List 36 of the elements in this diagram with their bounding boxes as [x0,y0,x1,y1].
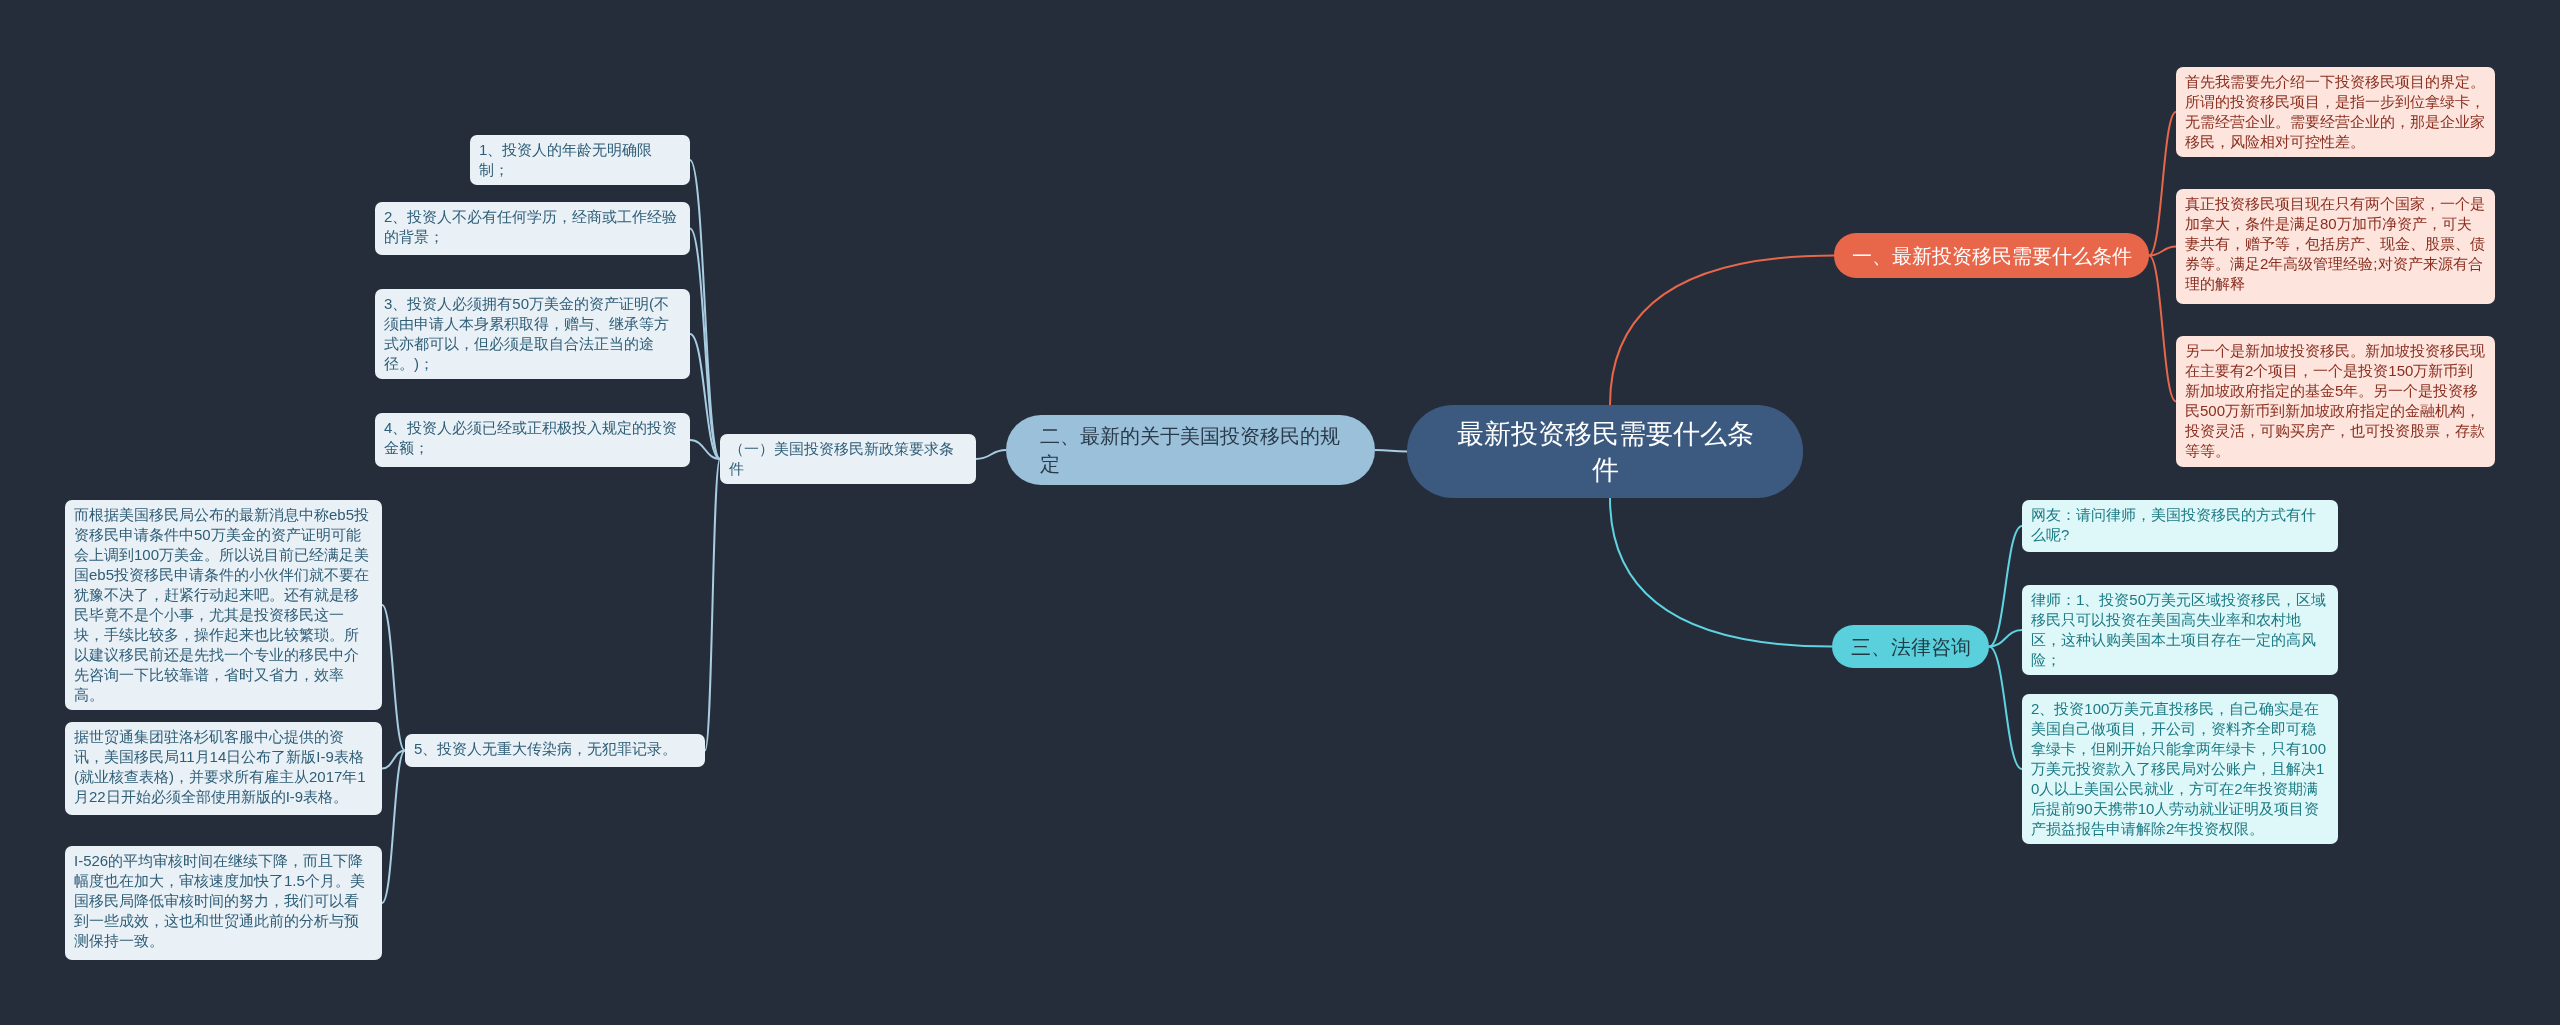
note-box: 真正投资移民项目现在只有两个国家，一个是加拿大，条件是满足80万加币净资产，可夫妻共有，赠予等，包括房产、现金、股票、债券等。满足2年高级管理经验;对资产来源有合理的解释 [2176,189,2495,304]
note-box: 4、投资人必须已经或正积极投入规定的投资金额； [375,413,690,467]
connector-line [1609,497,1833,648]
connector-line [381,749,406,770]
connector-line [1988,525,2023,648]
central-topic: 最新投资移民需要什么条件 [1407,405,1803,498]
note-box: 据世贸通集团驻洛杉矶客服中心提供的资讯，美国移民局11月14日公布了新版I-9表格(就业核查表格)，并要求所有雇主从2017年1月22日开始必须全部使用新版的I-9表格。 [65,722,382,815]
connector-line [1609,254,1835,406]
note-box: 2、投资100万美元直投移民，自己确实是在美国自己做项目，开公司，资料齐全即可稳拿绿卡，但刚开始只能拿两年绿卡，只有100万美元投资款入了移民局对公账户，且解决10人以上美国公民就业，方可在2年投资期满后提前90天携带10人劳动就业证明及项目资产损益报告申请解除2年投资权限。 [2022,694,2338,844]
connector-line [975,449,1007,460]
connector-line [2148,111,2177,257]
topic-box: 一、最新投资移民需要什么条件 [1834,233,2149,278]
subtopic-box: （一）美国投资移民新政策要求条件 [720,434,976,484]
note-box: 1、投资人的年龄无明确限制； [470,135,690,185]
note-box: 律师：1、投资50万美元区域投资移民，区域移民只可以投资在美国高失业率和农村地区，这种认购美国本土项目存在一定的高风险； [2022,585,2338,675]
connector-line [381,749,406,904]
note-box: 首先我需要先介绍一下投资移民项目的界定。所谓的投资移民项目，是指一步到位拿绿卡，无需经营企业。需要经营企业的，那是企业家移民，风险相对可控性差。 [2176,67,2495,157]
connector-line [689,333,721,460]
connector-line [1988,629,2023,648]
note-box: 5、投资人无重大传染病，无犯罪记录。 [405,734,705,767]
topic-box: 二、最新的关于美国投资移民的规定 [1006,415,1375,485]
connector-line [689,159,721,460]
note-box: 网友：请问律师，美国投资移民的方式有什么呢? [2022,500,2338,552]
connector-line [1374,449,1408,453]
connector-line [381,604,406,752]
connector-line [704,458,721,752]
note-box: 2、投资人不必有任何学历，经商或工作经验的背景； [375,202,690,255]
connector-line [1988,645,2023,770]
connector-line [689,439,721,460]
note-box: 另一个是新加坡投资移民。新加坡投资移民现在主要有2个项目，一个是投资150万新币到新加坡政府指定的基金5年。另一个是投资移民500万新币到新加坡政府指定的金融机构，投资灵活，可购买房产，也可投资股票，存款等等。 [2176,336,2495,467]
connector-line [2148,245,2177,257]
topic-box: 三、法律咨询 [1832,625,1989,668]
note-box: 3、投资人必须拥有50万美金的资产证明(不须由申请人本身累积取得，赠与、继承等方式亦都可以，但必须是取自合法正当的途径。)； [375,289,690,379]
note-box: I-526的平均审核时间在继续下降，而且下降幅度也在加大，审核速度加快了1.5个月。美国移民局降低审核时间的努力，我们可以看到一些成效，这也和世贸通此前的分析与预测保持一致。 [65,846,382,960]
connector-line [2148,254,2177,403]
note-box: 而根据美国移民局公布的最新消息中称eb5投资移民申请条件中50万美金的资产证明可能会上调到100万美金。所以说目前已经满足美国eb5投资移民申请条件的小伙伴们就不要在犹豫不决了，赶紧行动起来吧。还有就是移民毕竟不是个小事，尤其是投资移民这一块，手续比较多，操作起来也比较繁琐。所以建议移民前还是先找一个专业的移民中介先咨询一下比较靠谱，省时又省力，效率高。 [65,500,382,710]
